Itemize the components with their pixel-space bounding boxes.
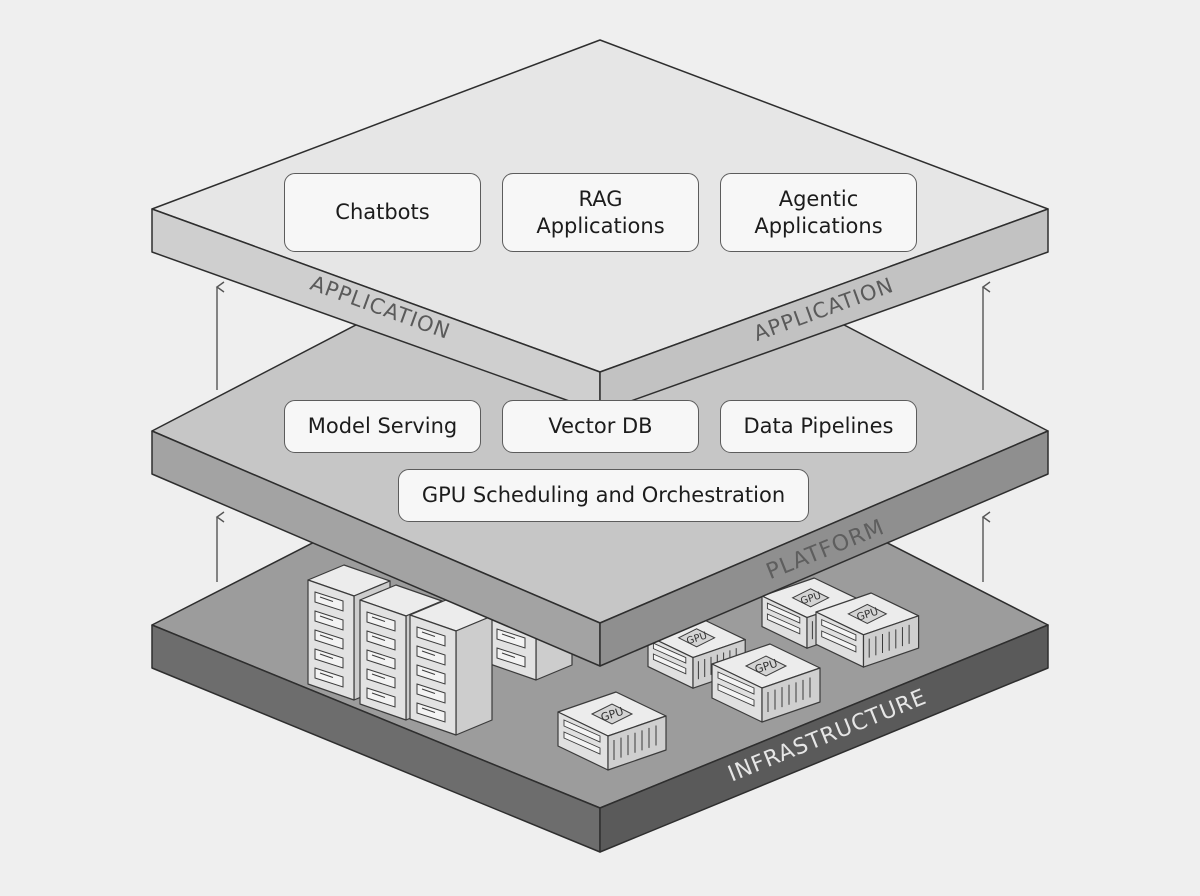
application-layer-right-side xyxy=(599,208,1049,413)
infrastructure-layer-right-side xyxy=(599,624,1049,853)
rag-applications-card: RAG Applications xyxy=(502,173,699,252)
gpu-server-icon: GPU xyxy=(557,691,667,771)
chatbots-card: Chatbots xyxy=(284,173,481,252)
gpu-server-icon: GPU xyxy=(815,592,920,668)
gpu-scheduling-card: GPU Scheduling and Orchestration xyxy=(398,469,809,522)
platform-layer-right-side xyxy=(599,430,1049,667)
server-rack-icon xyxy=(409,599,493,736)
gpu-server-icon: GPU xyxy=(711,643,821,723)
flow-arrows xyxy=(215,281,991,582)
vector-db-card: Vector DB xyxy=(502,400,699,453)
model-serving-card: Model Serving xyxy=(284,400,481,453)
agentic-applications-card: Agentic Applications xyxy=(720,173,917,252)
data-pipelines-card: Data Pipelines xyxy=(720,400,917,453)
